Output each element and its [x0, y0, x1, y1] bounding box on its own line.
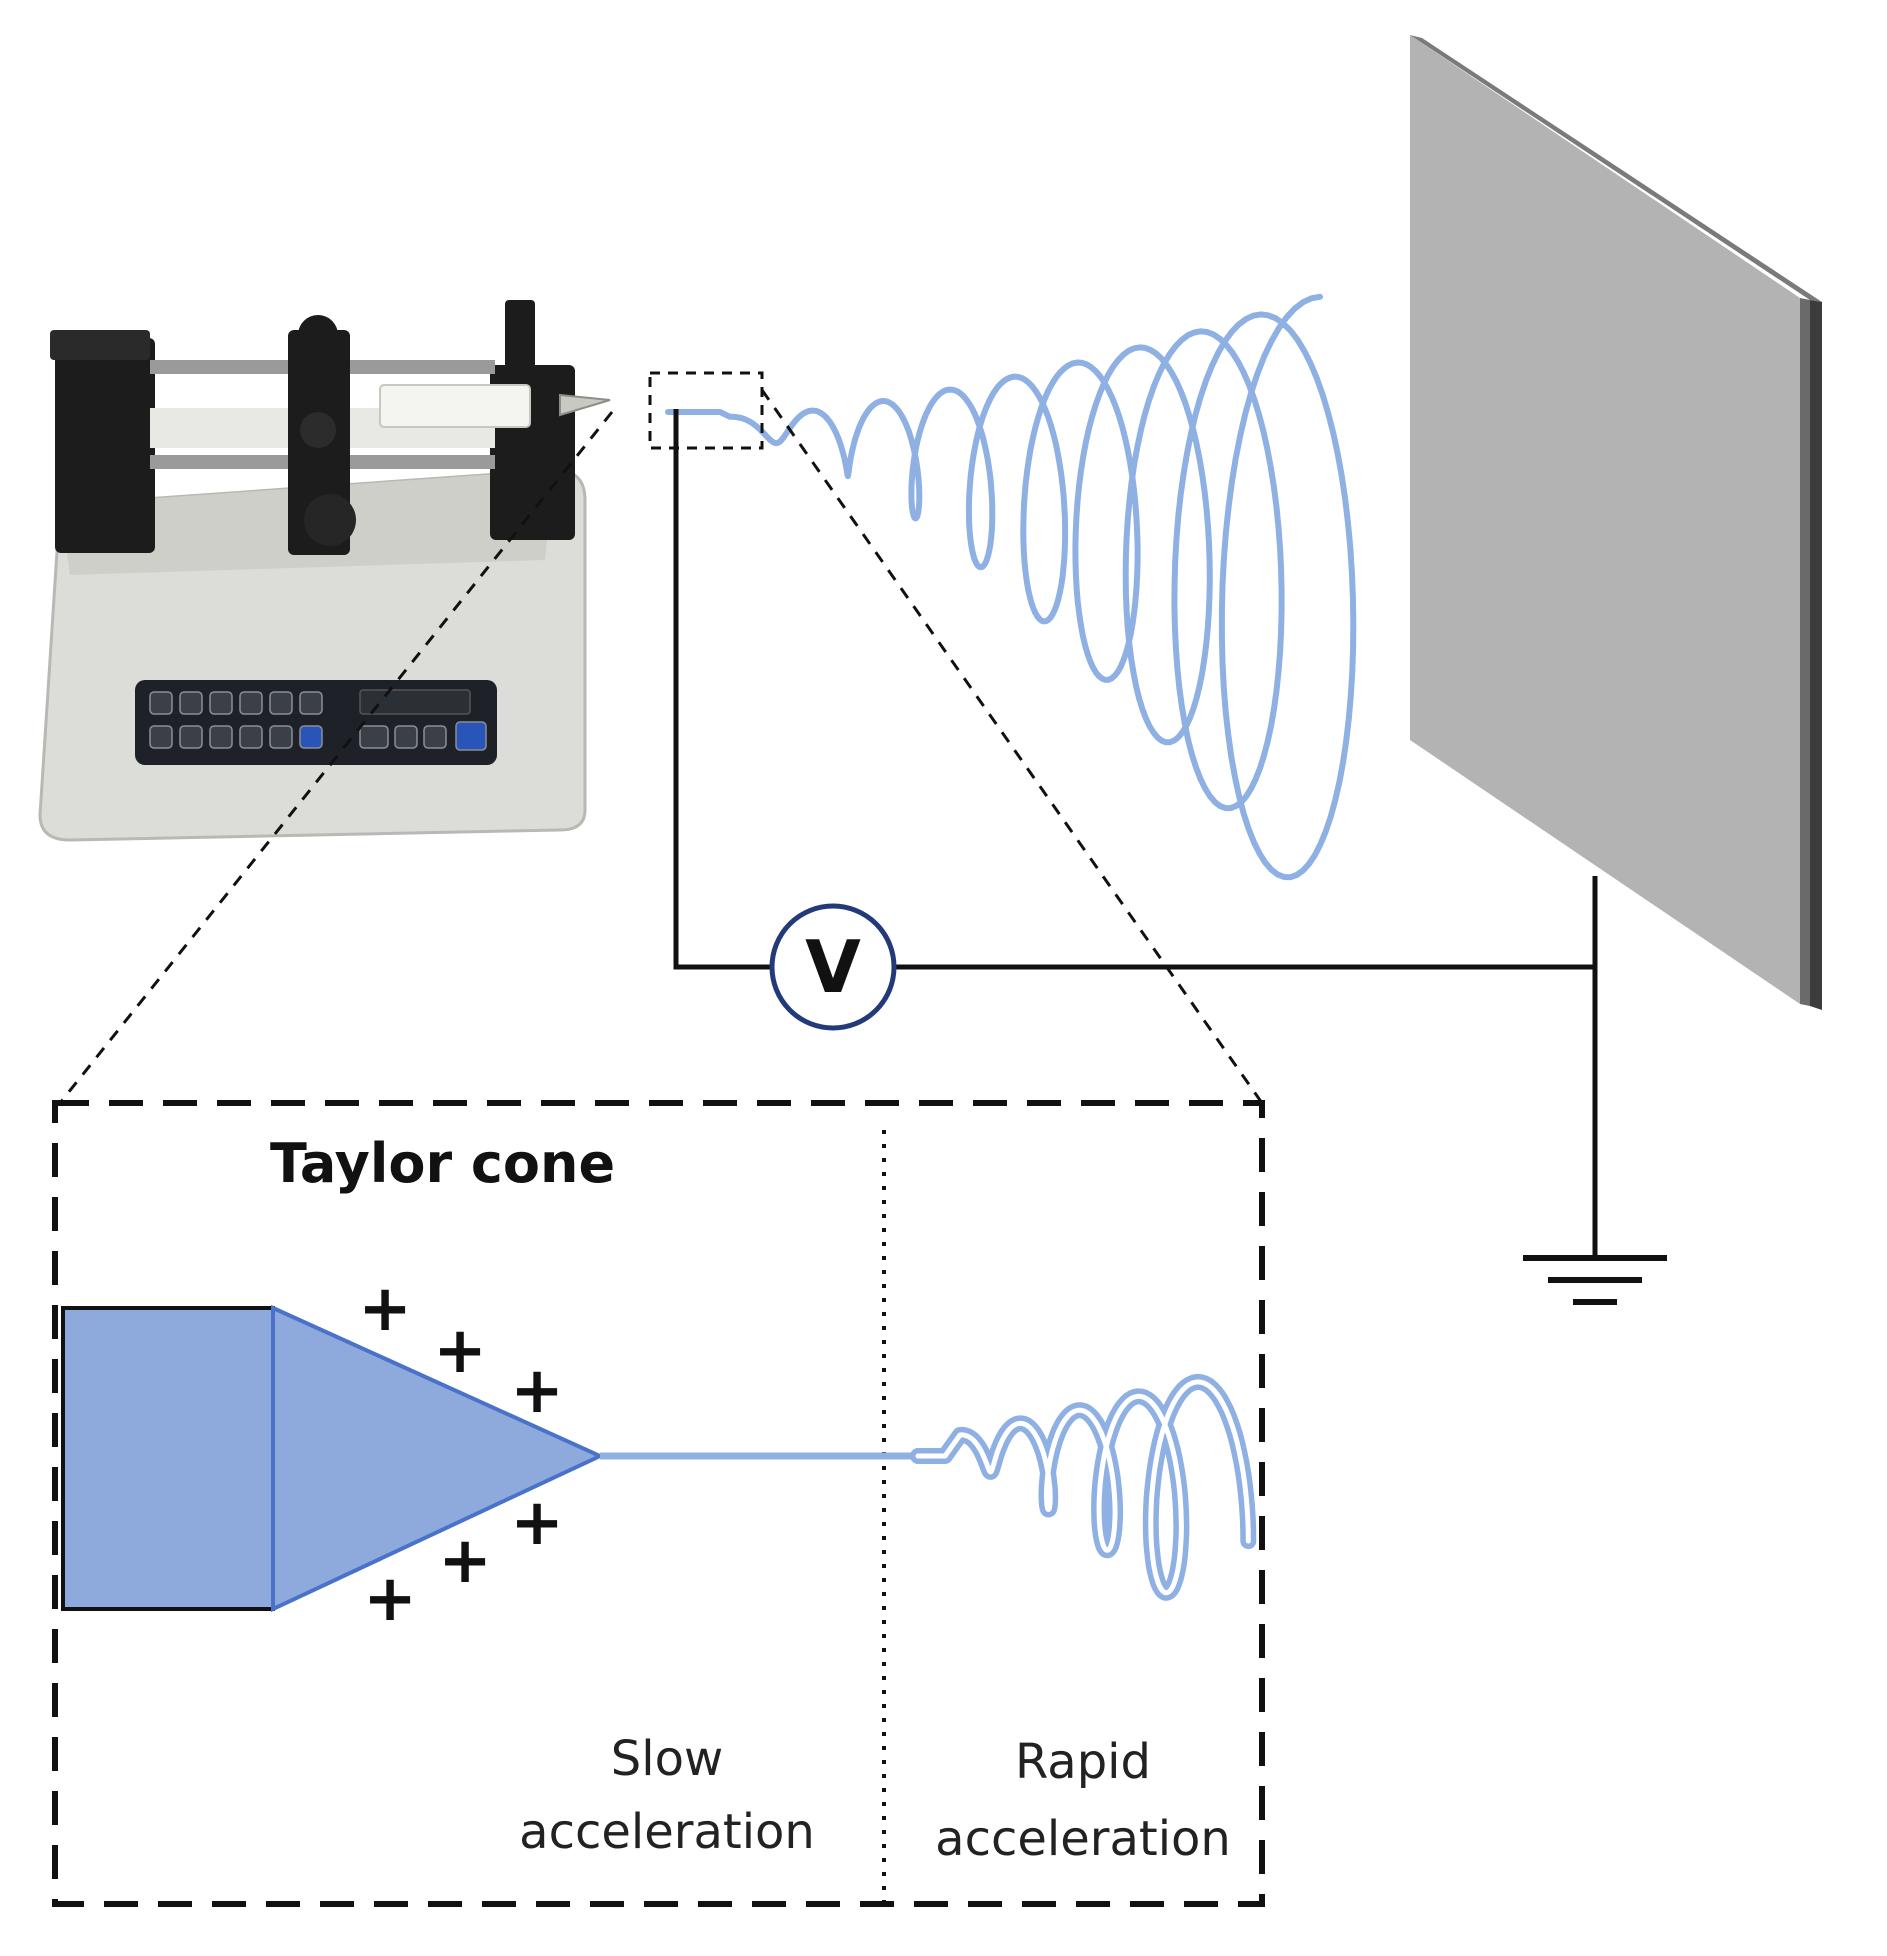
charge-plus: + — [358, 1272, 412, 1346]
ground-symbol-icon — [1523, 1255, 1667, 1305]
voltmeter-label: V — [805, 925, 861, 1009]
rapid-acceleration-label-line2: acceleration — [935, 1811, 1231, 1867]
slow-acceleration-label-line2: acceleration — [519, 1804, 815, 1860]
charge-plus: + — [510, 1354, 564, 1428]
inset-whip-spiral-core — [915, 1379, 1251, 1596]
fiber-spiral — [665, 293, 1357, 881]
surface-charges: + + + + + + — [358, 1272, 564, 1636]
charge-plus: + — [363, 1562, 417, 1636]
slow-acceleration-label-line1: Slow — [611, 1731, 723, 1787]
keypad-buttons — [149, 691, 487, 751]
charge-plus: + — [433, 1314, 487, 1388]
taylor-cone-label: Taylor cone — [270, 1132, 615, 1195]
voltage-source-icon: V — [769, 903, 897, 1031]
charge-plus: + — [510, 1486, 564, 1560]
lcd-display — [359, 689, 471, 715]
zoom-guide-left — [58, 411, 614, 1104]
syringe-pump-icon — [38, 300, 611, 842]
collector-plate-icon — [1410, 35, 1822, 1010]
charge-plus: + — [438, 1524, 492, 1598]
inset-whip-spiral — [910, 1373, 1257, 1601]
nozzle-zoom-box — [648, 371, 764, 450]
rapid-acceleration-label-line1: Rapid — [1015, 1734, 1151, 1790]
taylor-cone — [271, 1304, 605, 1613]
needle-body — [61, 1306, 275, 1611]
inset-panel — [52, 1100, 1265, 1907]
circuit-wires — [673, 409, 1598, 1258]
